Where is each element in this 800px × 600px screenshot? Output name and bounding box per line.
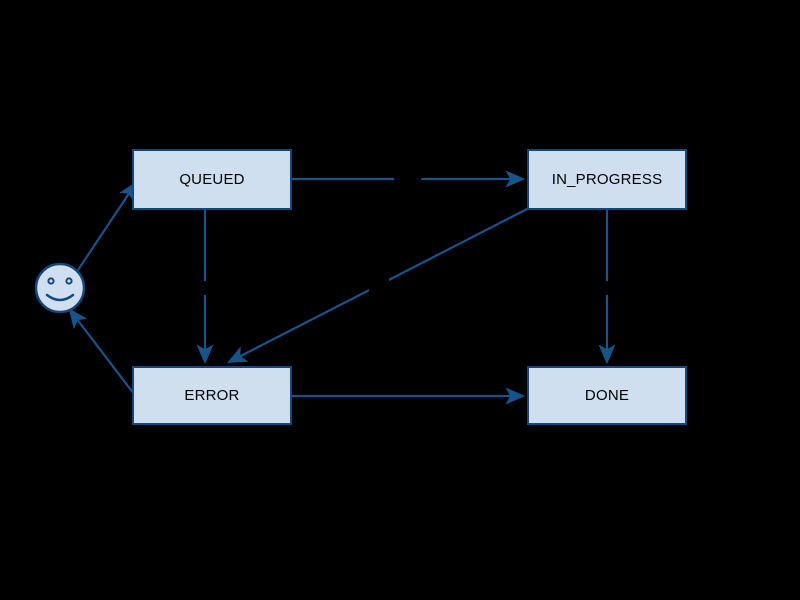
edge-label-in-progress-to-done: finish [591,281,623,295]
state-node-done[interactable]: DONE [527,366,687,425]
state-node-label: ERROR [184,387,240,404]
edge-label-in-progress-to-error: fail [368,278,390,292]
state-node-label: IN_PROGRESS [551,171,663,188]
edge-label-queued-to-in-progress: start [394,172,422,186]
state-node-label: QUEUED [179,171,245,188]
start-state-node[interactable] [34,262,86,314]
smiley-face-icon [34,262,86,314]
smiley-mouth-icon [45,293,75,302]
state-node-queued[interactable]: QUEUED [132,149,292,210]
state-node-error[interactable]: ERROR [132,366,292,425]
smiley-eye-right-icon [65,277,73,285]
edge-start-to-queued [77,181,138,271]
edge-label-queued-to-error: fail [194,281,216,295]
smiley-eye-left-icon [47,277,55,285]
state-node-in_progress[interactable]: IN_PROGRESS [527,149,687,210]
state-node-label: DONE [584,387,630,404]
edge-error-to-start [68,308,135,395]
